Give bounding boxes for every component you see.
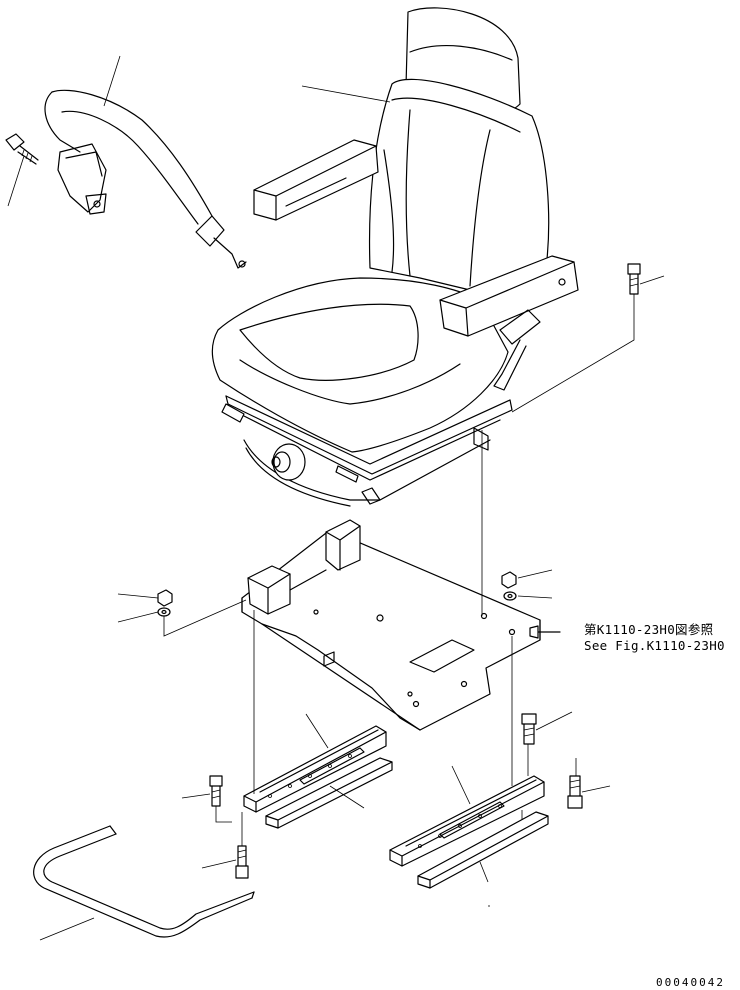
drawing-number: 00040042 [656, 976, 725, 989]
adjust-lever [33, 825, 255, 938]
left-slide-rail [243, 725, 387, 813]
seat-bolt [627, 263, 641, 295]
reference-bolt [529, 625, 561, 639]
leader-lines [7, 55, 665, 941]
assembly-lines [163, 294, 635, 846]
belt-bolt [5, 133, 39, 165]
reference-note-jp: 第K1110-23H0図参照 [584, 622, 714, 637]
nut [157, 571, 517, 607]
operator-seat [211, 7, 579, 507]
left-spacer-bar [265, 757, 393, 829]
seat-belt [44, 89, 247, 269]
reference-note-en: See Fig.K1110-23H0 [584, 638, 725, 653]
right-spacer-bar [417, 811, 549, 889]
right-slide-rail [389, 775, 545, 867]
washer [157, 591, 517, 617]
mounting-plate [241, 519, 541, 731]
